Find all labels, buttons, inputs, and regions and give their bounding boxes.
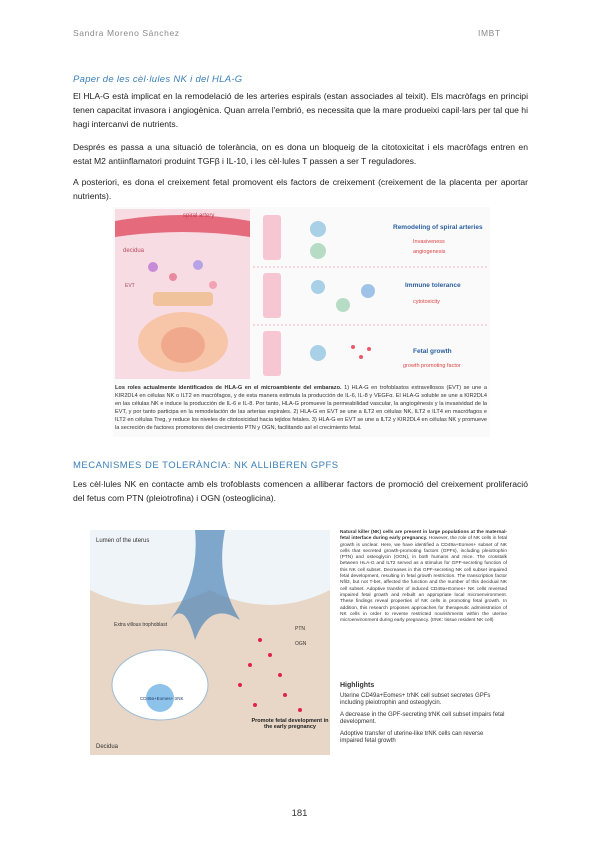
highlight-item: Adoptive transfer of uterine-like trNK c… — [340, 730, 484, 745]
factor-dot — [367, 347, 371, 351]
evt-cell-icon — [263, 273, 281, 318]
factor-dot — [248, 663, 252, 667]
abstract-title: Natural killer (NK) cells are present in… — [340, 530, 507, 542]
label-decidua: decidua — [123, 248, 145, 254]
paragraph-nk-gpfs: Les cèl·lules NK en contacte amb els tro… — [73, 479, 528, 503]
label-decidua: Decidua — [96, 744, 119, 750]
factor-dot — [283, 693, 287, 697]
highlights-box: Highlights Uterine CD49a+Eomes+ trNK cel… — [340, 682, 507, 746]
label-promote-container: Promote fetal development in the early p… — [251, 718, 329, 730]
figure-nk-gpf: Lumen of the uterus Extra villous tropho… — [90, 530, 507, 755]
factor-dot — [351, 345, 355, 349]
panel-remodeling-title: Remodeling of spiral arteries — [393, 224, 483, 231]
figure-nk-diagram: Lumen of the uterus Extra villous tropho… — [90, 530, 330, 755]
cell-icon — [169, 273, 177, 281]
factor-dot — [359, 355, 363, 359]
label-ogn: OGN — [295, 641, 307, 647]
evt-cell-icon — [263, 215, 281, 260]
evt-cell-icon — [263, 331, 281, 376]
trophoblast-cells — [153, 292, 213, 306]
highlight-item: Uterine CD49a+Eomes+ trNK cell subset se… — [340, 692, 491, 707]
figure-hlag-roles: spiral artery decidua EVT Remodeling of … — [113, 207, 490, 437]
running-header-title: IMBT — [478, 28, 501, 38]
macrophage-icon — [310, 243, 326, 259]
label-lumen: Lumen of the uterus — [96, 538, 149, 544]
figure2-abstract: Natural killer (NK) cells are present in… — [340, 530, 507, 624]
paragraph-fetal-growth: A posteriori, es dona el creixement feta… — [73, 177, 528, 201]
paragraph-tolerance: Després es passa a una situació de toler… — [73, 142, 528, 166]
factor-dot — [253, 703, 257, 707]
macrophage-icon — [336, 298, 350, 312]
section-heading-tolerance: MECANISMES DE TOLERÀNCIA: NK ALLIBEREN G… — [73, 460, 339, 471]
panel-remodeling-l1: Invasiveness — [413, 239, 445, 245]
fetus-shape — [161, 327, 205, 363]
label-evt: Extra villous trophoblast — [114, 622, 168, 628]
panel-tolerance-title: Immune tolerance — [405, 282, 461, 289]
highlight-item: A decrease in the GPF-secreting trNK cel… — [340, 711, 505, 726]
panel-remodeling-l2: angiogenesis — [413, 249, 446, 255]
panel-fetal-l1: growth promoting factor — [403, 363, 461, 369]
factor-dot — [258, 638, 262, 642]
page-number: 181 — [291, 808, 308, 819]
figure-hlag-diagram: spiral artery decidua EVT Remodeling of … — [115, 209, 488, 379]
villus-shape — [170, 530, 240, 640]
label-ptn: PTN — [295, 626, 305, 632]
figure1-caption: Los roles actualmente identificados de H… — [115, 384, 487, 432]
nk-cell-icon — [310, 221, 326, 237]
highlights-title: Highlights — [340, 682, 375, 689]
nk-cell-icon — [146, 684, 174, 712]
factor-dot — [268, 653, 272, 657]
treg-cell-icon — [361, 284, 375, 298]
factor-dot — [238, 683, 242, 687]
running-header-author: Sandra Moreno Sánchez — [73, 28, 180, 38]
spiral-artery-shape — [115, 215, 250, 237]
factor-dot — [298, 708, 302, 712]
figure1-caption-lead: Los roles actualmente identificados de H… — [115, 385, 342, 391]
figure1-caption-body: 1) HLA-G en trofoblastos extravellosos (… — [115, 385, 487, 431]
label-trnk: CD49a+Eomes+ trNK — [140, 696, 184, 701]
nk-cell-icon — [310, 345, 326, 361]
cell-icon — [148, 262, 158, 272]
paragraph-hlag-remodeling: El HLA-G està implicat en la remodelació… — [73, 91, 528, 129]
cell-icon — [209, 281, 217, 289]
label-promote: Promote fetal development in the early p… — [251, 718, 329, 730]
section-heading-nk-hlag: Paper de les cèl·lules NK i del HLA-G — [73, 74, 243, 85]
nk-cell-icon — [311, 280, 325, 294]
label-evt: EVT — [125, 283, 135, 289]
label-spiral-artery: spiral artery — [183, 213, 214, 219]
panel-fetal-title: Fetal growth — [413, 348, 452, 355]
cell-icon — [193, 260, 203, 270]
abstract-body: However, the role of NK cells in fetal g… — [340, 536, 507, 624]
panel-tolerance-l1: cytotoxicity — [413, 299, 440, 305]
factor-dot — [278, 673, 282, 677]
